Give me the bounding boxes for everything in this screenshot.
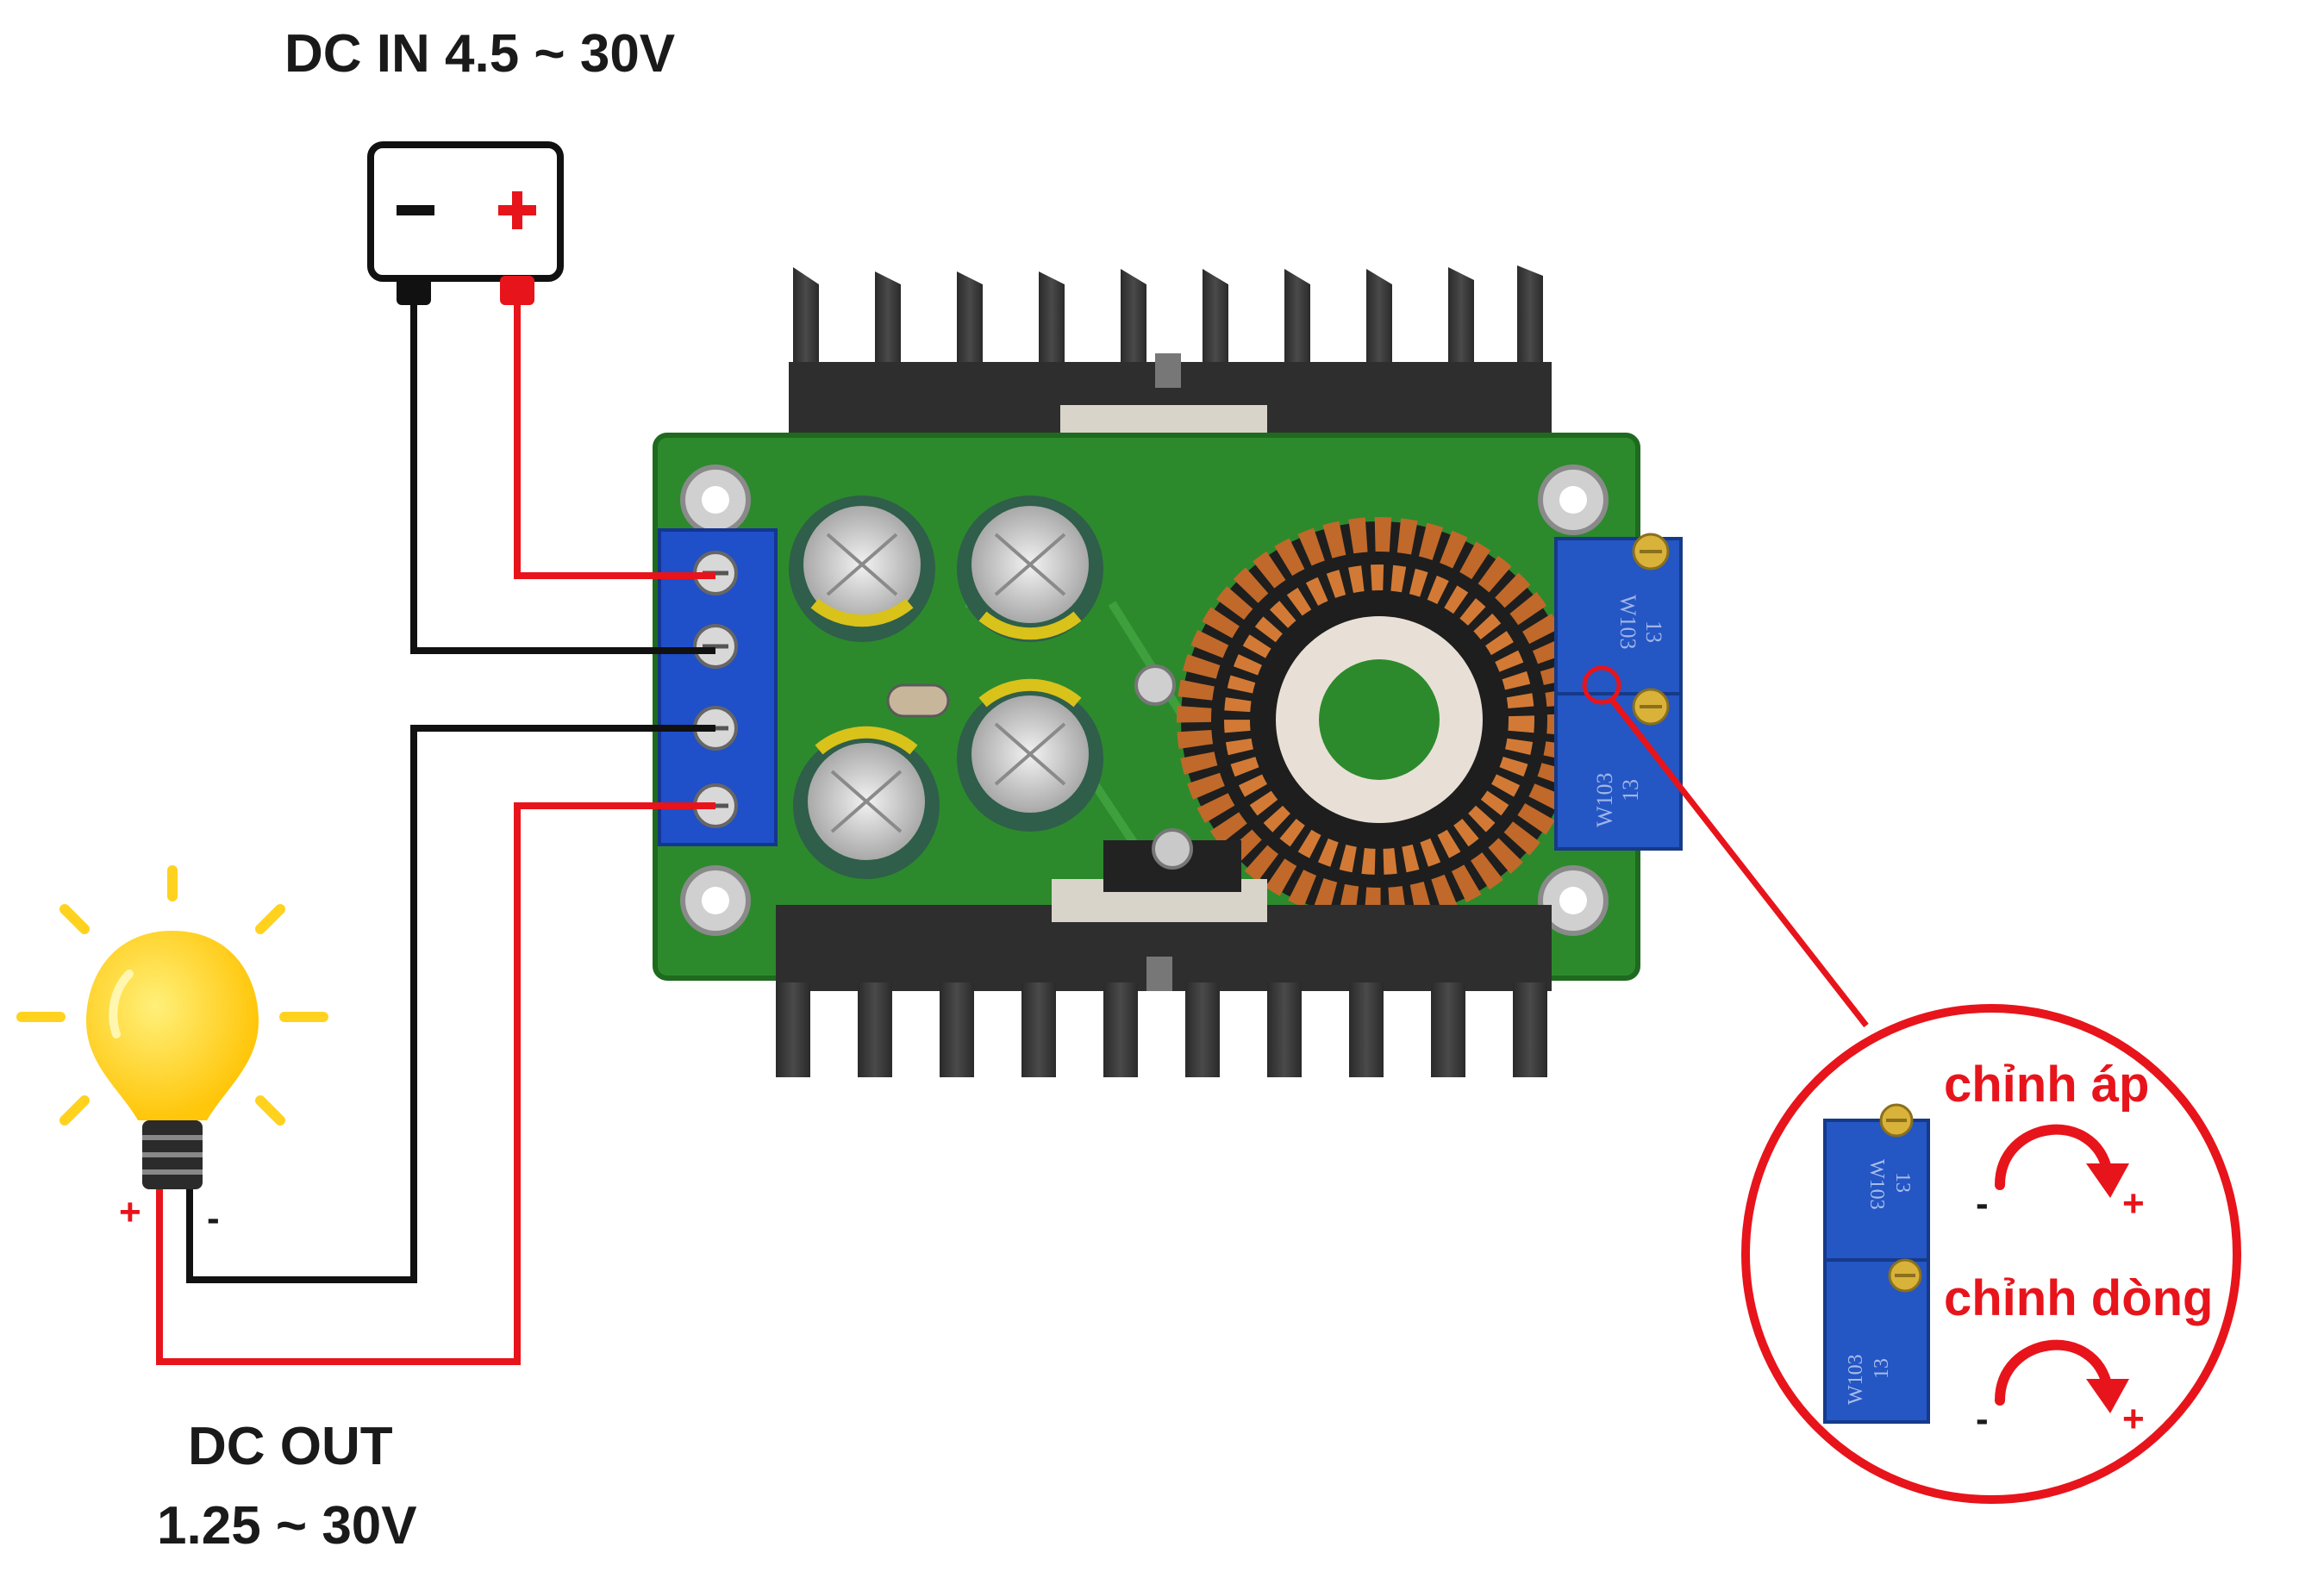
- bottom-heatsink-icon: [776, 828, 1552, 1077]
- zoom-pot-marking-b-2: W103: [1845, 1354, 1867, 1405]
- light-bulb-icon: [16, 865, 328, 1189]
- output-title: DC OUT: [188, 1417, 393, 1476]
- clockwise-arrow-icon: [1995, 1339, 2113, 1406]
- capacitor-icon: [789, 496, 935, 642]
- voltage-plus-label: +: [2122, 1182, 2145, 1225]
- capacitor-icon: [957, 496, 1103, 642]
- battery-minus-sign: [397, 205, 434, 215]
- zoom-pot-marking-a-2: 13: [1871, 1358, 1893, 1379]
- output-range: 1.25 ~ 30V: [157, 1496, 417, 1556]
- zoom-potentiometer-icon: 13 W103 13 W103: [1823, 1103, 1930, 1424]
- battery-icon: [367, 141, 564, 305]
- battery-plus-sign-v: [512, 191, 522, 229]
- small-component: [886, 683, 950, 718]
- terminal-block: [658, 528, 778, 846]
- output-wires: [156, 725, 715, 1365]
- current-plus-label: +: [2122, 1398, 2145, 1440]
- zoom-pot-marking-a: 13: [1891, 1172, 1914, 1193]
- zoom-pot-marking-b: W103: [1865, 1159, 1888, 1210]
- zoom-callout: 13 W103 13 W103: [1582, 665, 2241, 1504]
- board-pot-marking-b-2: W103: [1592, 772, 1617, 827]
- voltage-minus-label: -: [1976, 1182, 1989, 1225]
- input-title: DC IN 4.5 ~ 30V: [284, 24, 676, 84]
- board-pot-marking-a: 13: [1641, 621, 1666, 643]
- voltage-adjust-label: chỉnh áp: [1944, 1057, 2150, 1113]
- bulb-minus-label: -: [207, 1197, 220, 1239]
- board-pot-marking-b: W103: [1615, 595, 1640, 650]
- clockwise-arrow-icon: [1995, 1124, 2113, 1190]
- arrowhead: [2086, 1379, 2129, 1413]
- arrowhead: [2086, 1163, 2129, 1198]
- input-wires: [410, 302, 715, 654]
- bulb-plus-label: +: [119, 1191, 141, 1233]
- board-pot-marking-a-2: 13: [1618, 779, 1643, 801]
- capacitor-icon: [793, 726, 940, 879]
- current-adjust-label: chỉnh dòng: [1944, 1270, 2214, 1326]
- capacitor-icon: [957, 678, 1103, 832]
- current-minus-label: -: [1976, 1398, 1989, 1440]
